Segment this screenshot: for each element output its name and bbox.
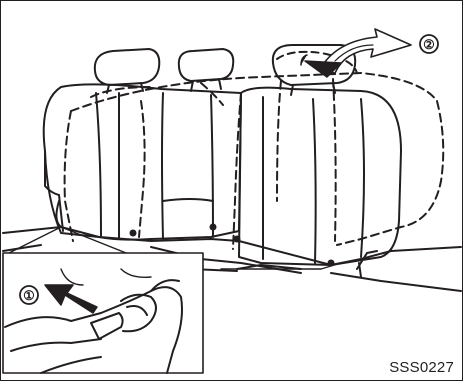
callout-2-label: ② (423, 37, 435, 52)
center-headrest (179, 49, 234, 91)
right-seatback (235, 88, 402, 266)
figure-code: SSS0227 (389, 359, 454, 376)
lever-inset (3, 253, 203, 373)
folded-seatback-outline (65, 73, 444, 249)
callout-1-label: ① (23, 288, 35, 303)
callout-2-badge: ② (420, 35, 438, 53)
